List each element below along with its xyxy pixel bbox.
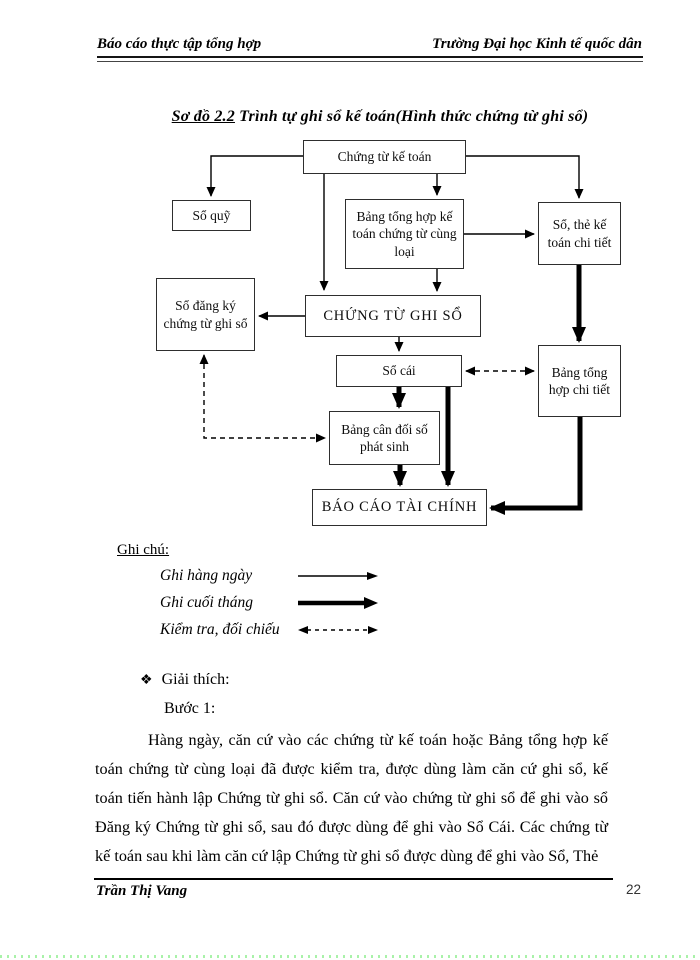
explanation-heading-text: Giải thích: (161, 671, 230, 688)
page-edge-dotted-line (0, 955, 700, 958)
footer-divider (94, 878, 613, 880)
flow-box-bang-tong-hop-chi-tiet: Bảng tổng hợp chi tiết (538, 345, 621, 417)
step-label: Bước 1: (164, 700, 216, 717)
thick-arrow-icon (298, 597, 378, 609)
legend-label-month-end: Ghi cuối tháng (160, 594, 253, 611)
legend-label-check: Kiểm tra, đối chiếu (160, 621, 280, 638)
diagram-title: Sơ đồ 2.2 Trình tự ghi sổ kế toán(Hình t… (120, 108, 640, 126)
flow-box-bang-can-doi-so-phat-sinh: Bảng cân đối số phát sinh (329, 411, 440, 465)
flow-box-so-cai: Sổ cái (336, 355, 462, 387)
flow-box-so-the-ke-toan-chi-tiet: Sổ, thẻ kế toán chi tiết (538, 202, 621, 265)
page-number: 22 (626, 882, 642, 897)
header-right: Trường Đại học Kinh tế quốc dân (432, 36, 642, 52)
body-paragraph: Hàng ngày, căn cứ vào các chứng từ kế to… (95, 731, 608, 865)
flow-box-chung-tu-ghi-so: CHỨNG TỪ GHI SỔ (305, 295, 481, 337)
flow-box-bang-tong-hop-chung-tu: Bảng tổng hợp kế toán chứng từ cùng loại (345, 199, 464, 269)
legend-label-daily: Ghi hàng ngày (160, 567, 253, 584)
flowchart: Chứng từ kế toán Sổ quỹ Bảng tổng hợp kế… (0, 130, 700, 542)
legend-heading: Ghi chú: (117, 542, 170, 558)
flow-arrows (199, 155, 586, 515)
page-header: Báo cáo thực tập tổng hợp Trường Đại học… (97, 36, 642, 53)
legend-item-month-end: Ghi cuối tháng (160, 592, 378, 614)
legend-item-daily: Ghi hàng ngày (160, 565, 378, 587)
header-left: Báo cáo thực tập tổng hợp (97, 36, 262, 52)
flow-box-so-dang-ky-chung-tu-ghi-so: Sổ đăng ký chứng từ ghi sổ (156, 278, 255, 351)
footer-author: Trần Thị Vang (96, 883, 188, 899)
diagram-title-number: Sơ đồ 2.2 (171, 108, 235, 125)
thin-arrow-icon (298, 572, 378, 580)
flow-box-bao-cao-tai-chinh: BÁO CÁO TÀI CHÍNH (312, 489, 487, 526)
flow-box-chung-tu-ke-toan: Chứng từ kế toán (303, 140, 466, 174)
flow-box-so-quy: Sổ quỹ (172, 200, 251, 231)
legend-item-check: Kiểm tra, đối chiếu (160, 619, 378, 641)
diagram-title-text: Trình tự ghi sổ kế toán(Hình thức chứng … (234, 108, 589, 125)
dashed-double-arrow-icon (298, 626, 378, 634)
explanation-heading: ❖ Giải thích: (140, 671, 230, 689)
header-divider (97, 56, 643, 62)
diamond-bullet-icon: ❖ (140, 673, 153, 688)
